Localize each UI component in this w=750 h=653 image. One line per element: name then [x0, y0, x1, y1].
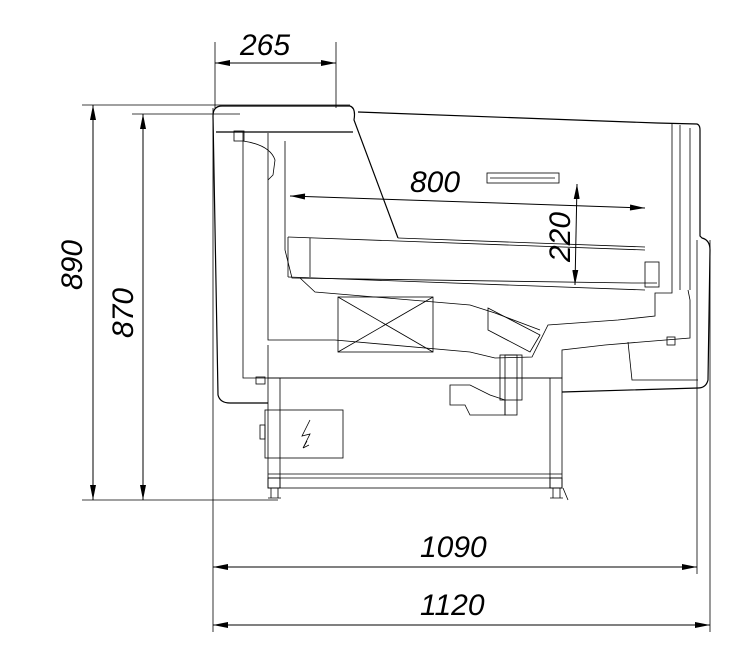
dim-265: 265: [239, 29, 290, 62]
display-tub: [233, 123, 698, 416]
dim-220: 220: [544, 212, 577, 263]
dim-1090: 1090: [420, 531, 487, 564]
electrical-box: [259, 409, 344, 459]
dimension-lines: [90, 60, 710, 628]
extension-lines: [82, 42, 711, 632]
dim-890: 890: [56, 240, 89, 290]
dim-1120: 1120: [420, 589, 485, 622]
base-frame: [267, 377, 569, 501]
dim-800: 800: [410, 166, 460, 199]
dim-870: 870: [107, 288, 140, 338]
electrical-hazard-icon: [301, 419, 311, 449]
cabinet-outline: [212, 105, 711, 404]
